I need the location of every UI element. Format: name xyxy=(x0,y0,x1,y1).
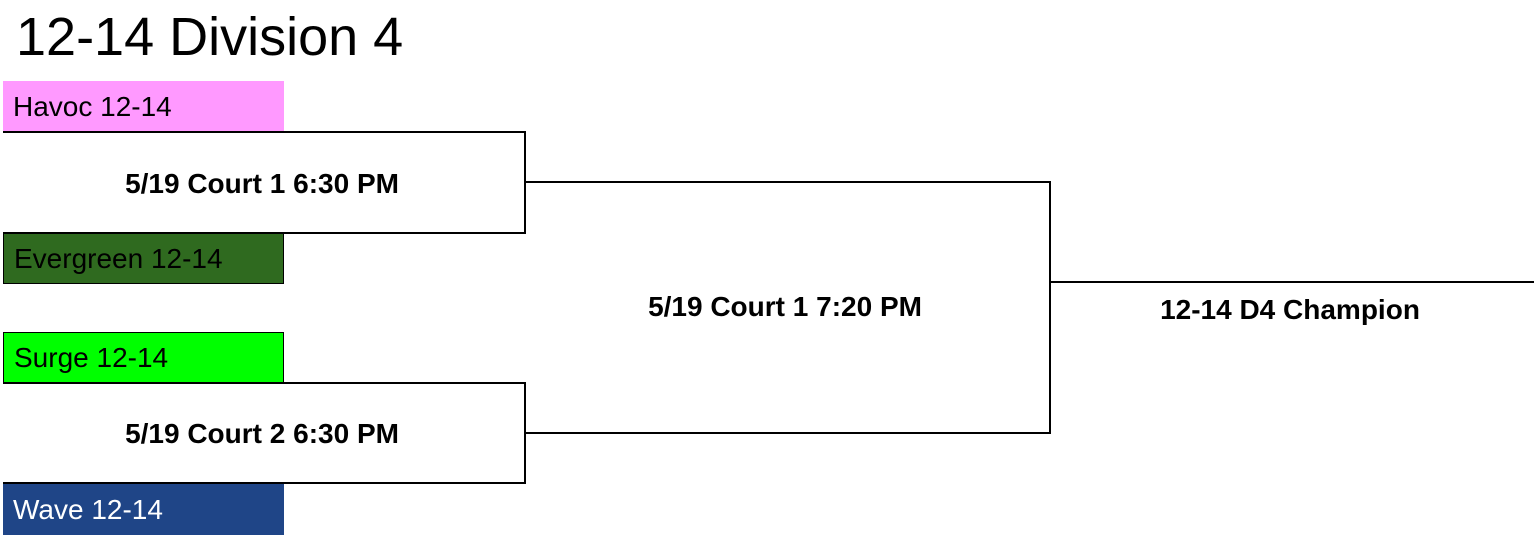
game-label-semifinal-2: 5/19 Court 2 6:30 PM xyxy=(125,418,399,449)
team-slot-1: Havoc 12-14 xyxy=(3,81,284,132)
bracket-line-sf2-bottom xyxy=(3,482,526,484)
game-label-semifinal-1: 5/19 Court 1 6:30 PM xyxy=(125,168,399,199)
bracket-line-champion xyxy=(1049,281,1534,283)
champion-label: 12-14 D4 Champion xyxy=(1160,294,1420,325)
team-slot-3: Surge 12-14 xyxy=(3,332,284,383)
bracket-line-sf1-bottom xyxy=(3,232,526,234)
bracket-line-final-bottom xyxy=(524,432,1051,434)
bracket-line-final-vertical xyxy=(1049,181,1051,434)
bracket-line-final-top xyxy=(524,181,1051,183)
bracket-line-sf1-top xyxy=(3,131,526,133)
team-slot-2: Evergreen 12-14 xyxy=(3,233,284,284)
game-label-final: 5/19 Court 1 7:20 PM xyxy=(648,291,922,322)
team-slot-4: Wave 12-14 xyxy=(3,484,284,535)
bracket-line-sf2-top xyxy=(3,382,526,384)
page-title: 12-14 Division 4 xyxy=(16,7,404,67)
